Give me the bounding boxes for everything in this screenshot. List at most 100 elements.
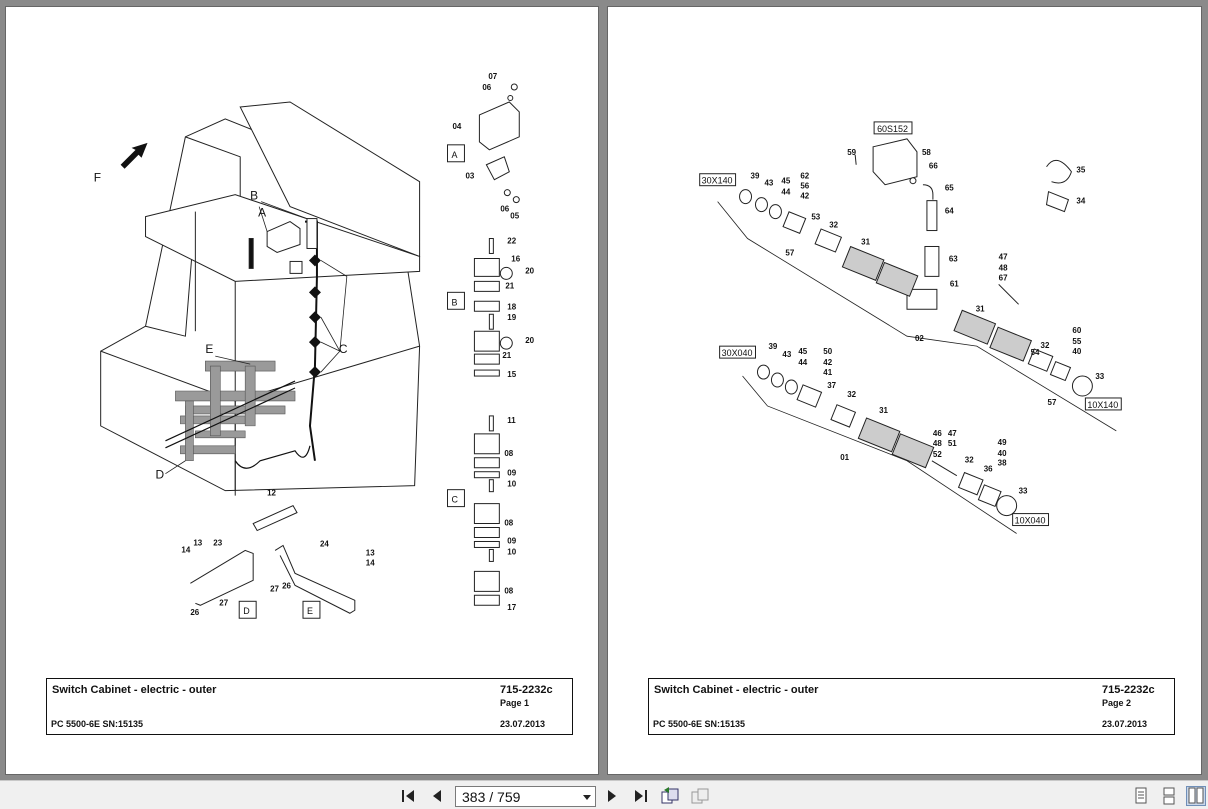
callout-63: 63 [949,254,958,263]
document-page-2: 30X140 30X040 60S152 10X140 10X040 59 58… [607,6,1202,775]
callout-l-36: 36 [984,465,993,474]
hose-assembly-drawing: 30X140 30X040 60S152 10X140 10X040 59 58… [699,121,1122,534]
facing-pages-view-button[interactable] [1186,786,1206,806]
assembly-01: 01 [840,453,849,462]
callout-12: 12 [267,489,276,498]
callout-e-27: 27 [270,584,279,593]
callout-l-32: 32 [847,390,856,399]
document-date: 23.07.2013 [1102,719,1148,729]
callout-e-13: 13 [366,548,375,557]
callout-d-14: 14 [181,545,190,554]
callout-62: 62 [800,172,809,181]
machine-model: PC 5500-6E SN:15135 [51,719,144,729]
assembly-02: 02 [915,334,924,343]
callout-l-41: 41 [823,368,832,377]
callout-l-43: 43 [782,350,791,359]
facing-pages-icon [1188,787,1204,804]
callout-l-40: 40 [998,449,1007,458]
callout-61: 61 [950,279,959,288]
document-number: 715-2232c [500,684,553,696]
callout-b-19: 19 [507,313,516,322]
callout-b-21: 21 [505,281,514,290]
callout-56: 56 [800,182,809,191]
detail-box-a: A [451,150,457,160]
callout-43: 43 [764,179,773,188]
next-page-button[interactable] [602,787,622,805]
chevron-down-icon [583,795,591,800]
callout-48: 48 [999,263,1008,272]
continuous-page-icon [1163,787,1175,805]
previous-page-button[interactable] [427,787,447,805]
callout-l-44: 44 [798,358,807,367]
single-page-view-button[interactable] [1131,786,1151,806]
callout-64: 64 [945,207,954,216]
page-indicator: 383 / 759 [462,789,521,805]
callout-a-03: 03 [465,172,474,181]
callout-39: 39 [751,172,760,181]
first-page-icon [402,790,414,802]
machine-model: PC 5500-6E SN:15135 [653,719,746,729]
callout-l-48: 48 [933,439,942,448]
last-page-button[interactable] [630,787,650,805]
callout-b-15: 15 [507,370,516,379]
hose-code-30x140: 30X140 [702,176,733,186]
callout-a-04: 04 [452,122,461,131]
callout-42: 42 [800,192,809,201]
detail-box-e: E [307,606,313,616]
detail-box-b: B [451,297,457,307]
callout-53: 53 [811,213,820,222]
callout-c-08: 08 [504,449,513,458]
drawing-title: Switch Cabinet - electric - outer [654,684,819,696]
callout-57b: 57 [1048,398,1057,407]
callout-l-38: 38 [998,459,1007,468]
callout-45: 45 [781,177,790,186]
next-page-icon [608,790,616,802]
callout-d-26: 26 [190,608,199,617]
callout-c-08c: 08 [504,586,513,595]
callout-60: 60 [1072,326,1081,335]
callout-47: 47 [999,252,1008,261]
callout-a-06b: 06 [500,205,509,214]
callout-31b: 31 [976,304,985,313]
document-date: 23.07.2013 [500,719,546,729]
single-page-icon [1135,787,1147,804]
callout-c-10: 10 [507,480,516,489]
callout-c-09b: 09 [507,536,516,545]
document-number: 715-2232c [1102,684,1155,696]
callout-l-49: 49 [998,438,1007,447]
callout-b-22: 22 [507,236,516,245]
detail-box-d: D [243,606,250,616]
callout-57: 57 [785,248,794,257]
callout-l-46: 46 [933,429,942,438]
detail-box-c: C [451,495,458,505]
callout-32b: 32 [1041,341,1050,350]
callout-b-18: 18 [507,302,516,311]
page-number-label: Page 2 [1102,698,1132,708]
callout-l-33: 33 [1019,487,1028,496]
first-page-button[interactable] [399,787,419,805]
callout-l-32b: 32 [965,456,974,465]
callout-54: 54 [1031,348,1040,357]
pointer-label-c: C [339,342,348,356]
hose-code-30x040: 30X040 [722,348,753,358]
callout-66: 66 [929,162,938,171]
previous-view-button[interactable] [660,787,680,805]
valve-code-60s152: 60S152 [877,124,908,134]
callout-c-10b: 10 [507,547,516,556]
pointer-label-b: B [250,189,258,203]
callout-l-42: 42 [823,358,832,367]
callout-34: 34 [1076,197,1085,206]
page-number-select[interactable]: 383 / 759 [455,786,596,807]
last-page-icon [635,790,647,802]
next-view-icon [691,788,709,804]
callout-l-50: 50 [823,347,832,356]
continuous-view-button[interactable] [1159,786,1179,806]
next-view-button[interactable] [690,787,710,805]
callout-e-26: 26 [282,581,291,590]
callout-32: 32 [829,221,838,230]
callout-b-16: 16 [511,254,520,263]
callout-40: 40 [1072,347,1081,356]
document-page-1: F C B A [5,6,599,775]
pointer-label-e: E [205,342,213,356]
title-block: Switch Cabinet - electric - outer PC 550… [648,678,1175,735]
